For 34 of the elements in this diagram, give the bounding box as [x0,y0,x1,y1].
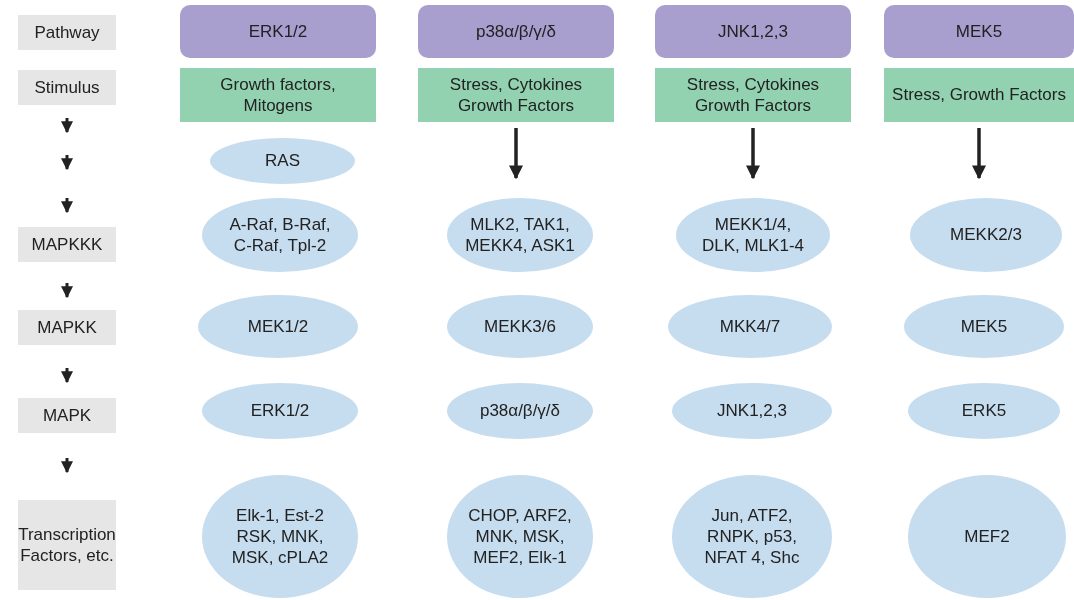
protein-ellipse: MEKK1/4, DLK, MLK1-4 [676,198,830,272]
protein-ellipse: MEKK3/6 [447,295,593,358]
protein-ellipse: MLK2, TAK1, MEKK4, ASK1 [447,198,593,272]
pathway-header: ERK1/2 [180,5,376,58]
protein-ellipse: Jun, ATF2, RNPK, p53, NFAT 4, Shc [672,475,832,598]
protein-ellipse: MEKK2/3 [910,198,1062,272]
pathway-header: p38α/β/γ/δ [418,5,614,58]
protein-ellipse: A-Raf, B-Raf, C-Raf, Tpl-2 [202,198,358,272]
row-label: MAPKKK [18,227,116,262]
protein-ellipse: MEK1/2 [198,295,358,358]
stimulus-box: Stress, Cytokines Growth Factors [655,68,851,122]
pathway-header: MEK5 [884,5,1074,58]
arrow [746,128,760,180]
row-label: MAPK [18,398,116,433]
arrow [972,128,986,180]
protein-ellipse: p38α/β/γ/δ [447,383,593,439]
row-label: Pathway [18,15,116,50]
stimulus-box: Growth factors, Mitogens [180,68,376,122]
row-label: MAPKK [18,310,116,345]
pathway-header: JNK1,2,3 [655,5,851,58]
stimulus-box: Stress, Cytokines Growth Factors [418,68,614,122]
protein-ellipse: MEF2 [908,475,1066,598]
protein-ellipse: Elk-1, Est-2 RSK, MNK, MSK, cPLA2 [202,475,358,598]
protein-ellipse: RAS [210,138,355,184]
protein-ellipse: JNK1,2,3 [672,383,832,439]
protein-ellipse: MKK4/7 [668,295,832,358]
stimulus-box: Stress, Growth Factors [884,68,1074,122]
row-label: Transcription Factors, etc. [18,500,116,590]
arrow [509,128,523,180]
row-label: Stimulus [18,70,116,105]
protein-ellipse: ERK5 [908,383,1060,439]
protein-ellipse: MEK5 [904,295,1064,358]
protein-ellipse: ERK1/2 [202,383,358,439]
protein-ellipse: CHOP, ARF2, MNK, MSK, MEF2, Elk-1 [447,475,593,598]
